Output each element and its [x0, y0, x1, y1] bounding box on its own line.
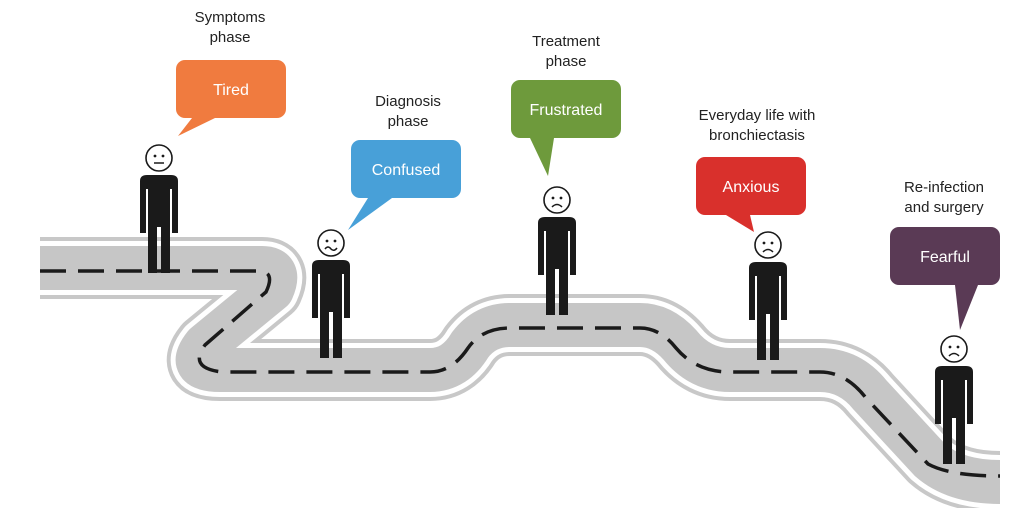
phase-title: Everyday life with bronchiectasis — [698, 107, 816, 144]
speech-bubble-tail — [530, 138, 554, 176]
road-center-dashes — [40, 269, 1001, 478]
eye — [333, 239, 337, 243]
person-figure — [935, 335, 973, 464]
speech-bubble — [696, 157, 806, 215]
body-silhouette — [538, 217, 576, 315]
phase-title: Symptoms phase — [194, 9, 266, 46]
speech-bubble — [176, 60, 286, 118]
phase-title: Re-infection and surgery — [903, 179, 985, 216]
speech-bubble-tail — [726, 215, 754, 232]
eye — [551, 196, 555, 200]
face-icon — [754, 231, 782, 259]
phase-title: Diagnosis phase — [375, 93, 441, 130]
speech-bubble — [511, 80, 621, 138]
face-icon — [940, 335, 968, 363]
person-figure — [749, 231, 787, 360]
emotion-label: Confused — [372, 162, 441, 179]
speech-bubble — [351, 140, 461, 198]
eye — [770, 241, 774, 245]
phase-title: Treatment phase — [532, 33, 600, 70]
body-silhouette — [749, 262, 787, 360]
mouth — [324, 246, 338, 252]
eye — [161, 154, 165, 158]
eye — [762, 241, 766, 245]
speech-bubble-tail — [348, 198, 392, 230]
person-figure — [538, 186, 576, 315]
body-silhouette — [935, 366, 973, 464]
emotion-label: Frustrated — [530, 102, 603, 119]
face-icon — [317, 229, 345, 257]
mouth — [762, 248, 774, 253]
body-silhouette — [140, 175, 178, 273]
speech-bubble-tail — [955, 285, 978, 330]
eye — [956, 345, 960, 349]
person-figure — [140, 144, 178, 273]
emotion-label: Fearful — [920, 249, 970, 266]
eye — [559, 196, 563, 200]
eye — [153, 154, 157, 158]
speech-bubble-tail — [178, 118, 215, 136]
emotion-label: Tired — [213, 82, 249, 99]
face-icon — [145, 144, 173, 172]
mouth — [551, 203, 563, 208]
road-surface — [40, 246, 1001, 504]
body-silhouette — [312, 260, 350, 358]
emotion-label: Anxious — [723, 179, 780, 196]
eye — [325, 239, 329, 243]
speech-bubble — [890, 227, 1000, 285]
eye — [948, 345, 952, 349]
person-figure — [312, 229, 350, 358]
mouth — [948, 352, 960, 357]
face-icon — [543, 186, 571, 214]
